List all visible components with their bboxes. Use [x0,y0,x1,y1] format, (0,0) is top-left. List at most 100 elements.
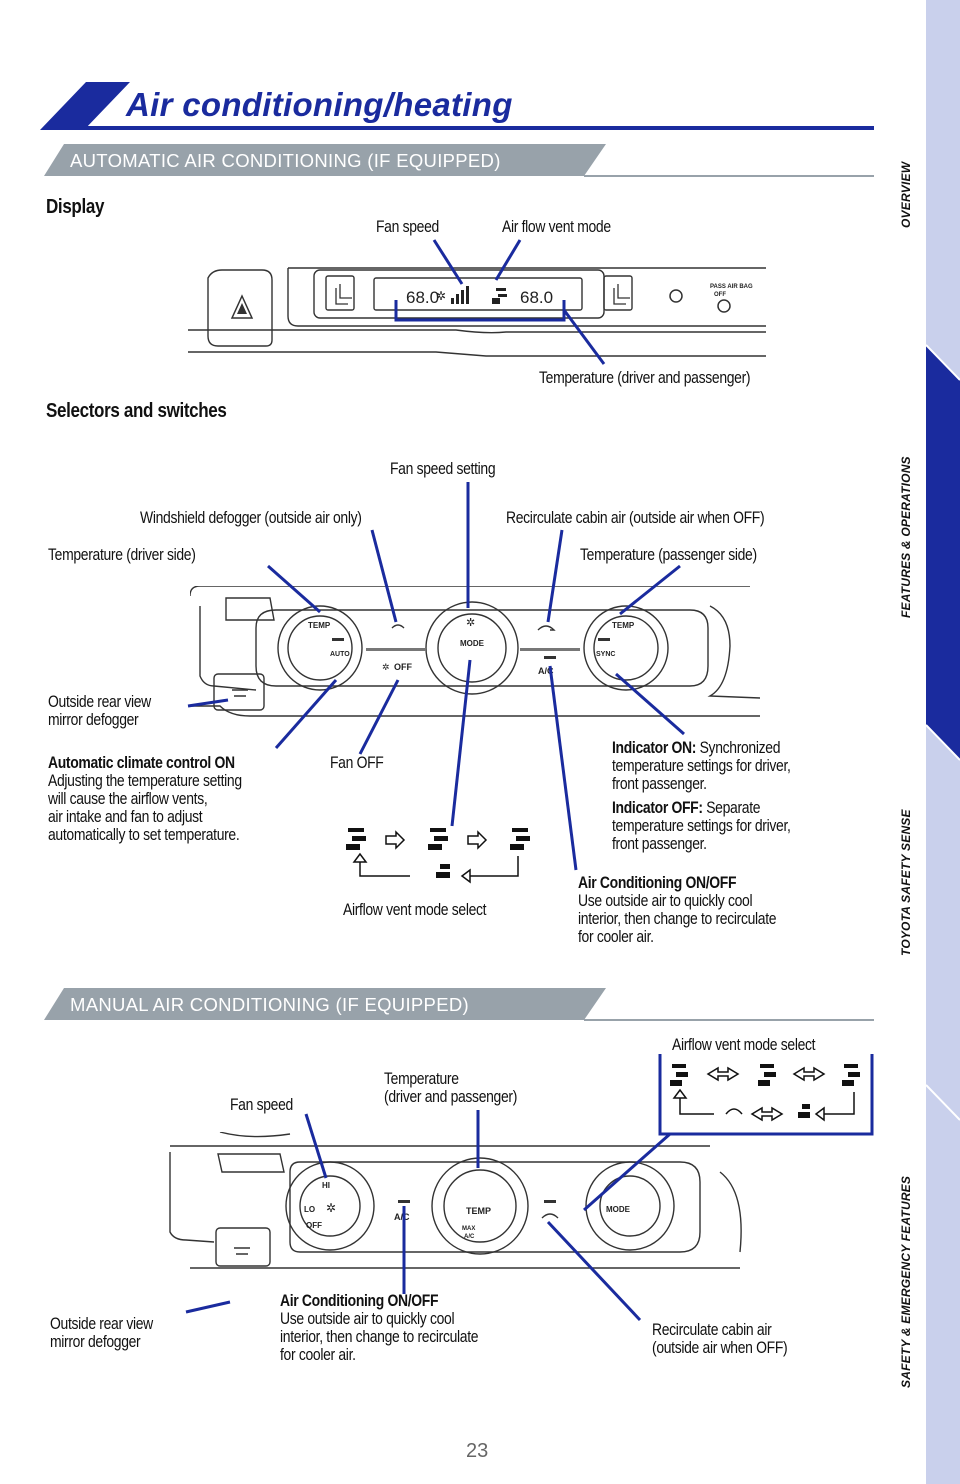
auto-climate-line-3: air intake and fan to adjust [48,807,203,826]
indicator-off-desc: Separate [706,798,761,817]
label-fan-speed-setting: Fan speed setting [390,459,496,478]
manual-ac-line-1: Use outside air to quickly cool [280,1309,455,1328]
indicator-off-line-3: front passenger. [612,834,707,853]
auto-ac-line-2: interior, then change to recirculate [578,909,777,928]
manual-vent-bilevel-icon [760,1064,774,1068]
auto-control-panel: TEMP AUTO MODE TEMP SYNC OFF ✲ A/C ✲ [190,586,760,717]
manual-ac-line-2: interior, then change to recirculate [280,1327,479,1346]
display-pointers [394,239,606,365]
indicator-on-label: Indicator ON: [612,738,697,757]
manual-section-band [44,988,874,1021]
auto-indicator [332,638,344,641]
mirror-defog-icon [232,689,248,697]
label-fan-off: Fan OFF [330,753,384,772]
auto-section-title: AUTOMATIC AIR CONDITIONING (IF EQUIPPED) [70,150,501,171]
driver-seat-heater-icon [335,284,352,305]
airbag-off-icon [717,299,731,313]
manual-label-airflow-vent-mode-select: Airflow vent mode select [672,1035,816,1054]
manual-airflow-mode-icons [670,1064,860,1122]
display-panel-illustration: 68.0 68.0 ✲ PASS AIR BAG OFF [188,267,766,357]
title-bar [40,82,874,132]
auto-climate-line-4: automatically to set temperature. [48,825,240,844]
indicator-on-line-2: temperature settings for driver, [612,756,791,775]
display-right-temp: 68.0 [520,288,553,307]
divider-right [520,648,580,651]
auto-climate-title: Automatic climate control ON [48,753,235,772]
label-mirror-defogger-2: mirror defogger [48,710,139,729]
manual-section-title: MANUAL AIR CONDITIONING (IF EQUIPPED) [70,994,469,1015]
label-temperature-display: Temperature (driver and passenger) [539,368,751,387]
manual-max-text: MAX [462,1226,475,1232]
fan-off-icon: ✲ [382,662,390,672]
auto-climate-line-1: Adjusting the temperature setting [48,771,242,790]
manual-lo-text: LO [304,1205,315,1214]
manual-temp-knob [431,1157,529,1255]
fan-off-text: OFF [394,662,412,672]
auto-climate-line-2: will cause the airflow vents, [48,789,208,808]
manual-label-recirculate-2: (outside air when OFF) [652,1338,788,1357]
divider-left [366,648,426,651]
vent-feet-icon [512,828,528,832]
label-fan-speed: Fan speed [376,217,439,236]
indicator-off-label: Indicator OFF: [612,798,703,817]
manual-max-ac-text: A/C [464,1234,475,1240]
ac-button-text: A/C [538,666,554,676]
driver-temp-text: TEMP [308,621,331,630]
manual-mode-text: MODE [606,1205,631,1214]
hazard-icon [230,294,254,319]
auto-airflow-mode-icons [346,828,530,884]
manual-label-recirculate-1: Recirculate cabin air [652,1320,772,1339]
manual-recirculate-icon [541,1213,559,1219]
windshield-defog-icon [391,624,405,629]
passenger-temp-text: TEMP [612,621,635,630]
label-airflow-vent-mode-select: Airflow vent mode select [343,900,487,919]
manual-mirror-defog-icon [234,1247,250,1255]
manual-label-mirror-defogger-2: mirror defogger [50,1332,141,1351]
manual-hi-text: HI [322,1181,330,1190]
manual-off-text: OFF [306,1221,322,1230]
indicator-on-desc: Synchronized [699,738,781,757]
driver-temp-knob [277,605,363,691]
display-heading: Display [46,196,105,218]
manual-mode-knob [585,1161,675,1251]
ac-indicator [544,656,556,659]
label-mirror-defogger-1: Outside rear view [48,692,151,711]
manual-vent-feet-icon [844,1064,858,1068]
vent-feet-defrost-icon [436,872,450,878]
page-number: 23 [466,1440,489,1462]
fan-speed-bars-icon [451,286,469,304]
manual-ac-indicator [398,1200,410,1203]
manual-fan-knob [285,1161,375,1251]
manual-ac-line-3: for cooler air. [280,1345,356,1364]
manual-temp-text: TEMP [466,1206,491,1216]
sync-button-text: SYNC [596,651,615,658]
indicator-off-line-2: temperature settings for driver, [612,816,791,835]
sidebar [926,0,960,1484]
auto-button-text: AUTO [330,651,350,658]
mode-button-text: MODE [460,639,485,648]
auto-section-band [44,144,874,177]
indicator-off-line: Indicator OFF: Separate [612,798,761,818]
page-title: Air conditioning/heating [126,86,513,123]
manual-vent-face-icon [672,1064,686,1068]
auto-ac-line-1: Use outside air to quickly cool [578,891,753,910]
manual-vent-feet-defrost-icon [798,1112,810,1118]
display-left-temp: 68.0 [406,288,439,307]
manual-defrost-icon [725,1108,743,1115]
manual-ac-button-text: A/C [394,1212,410,1222]
sync-indicator [598,638,610,641]
recirculate-icon [537,625,556,631]
auto-ac-title: Air Conditioning ON/OFF [578,873,737,892]
indicator-on-line: Indicator ON: Synchronized [612,738,781,758]
manual-label-temperature-1: Temperature [384,1069,459,1088]
title-accent-shape [40,82,874,130]
manual-label-fan-speed: Fan speed [230,1095,293,1114]
passenger-temp-knob [583,605,669,691]
selectors-heading: Selectors and switches [46,400,227,422]
airbag-label: PASS AIR BAG [710,284,753,290]
manual-ac-title: Air Conditioning ON/OFF [280,1291,439,1310]
manual-label-temperature-2: (driver and passenger) [384,1087,518,1106]
airbag-off-label: OFF [714,292,726,298]
fan-icon: ✲ [436,289,446,303]
indicator-on-line-3: front passenger. [612,774,707,793]
